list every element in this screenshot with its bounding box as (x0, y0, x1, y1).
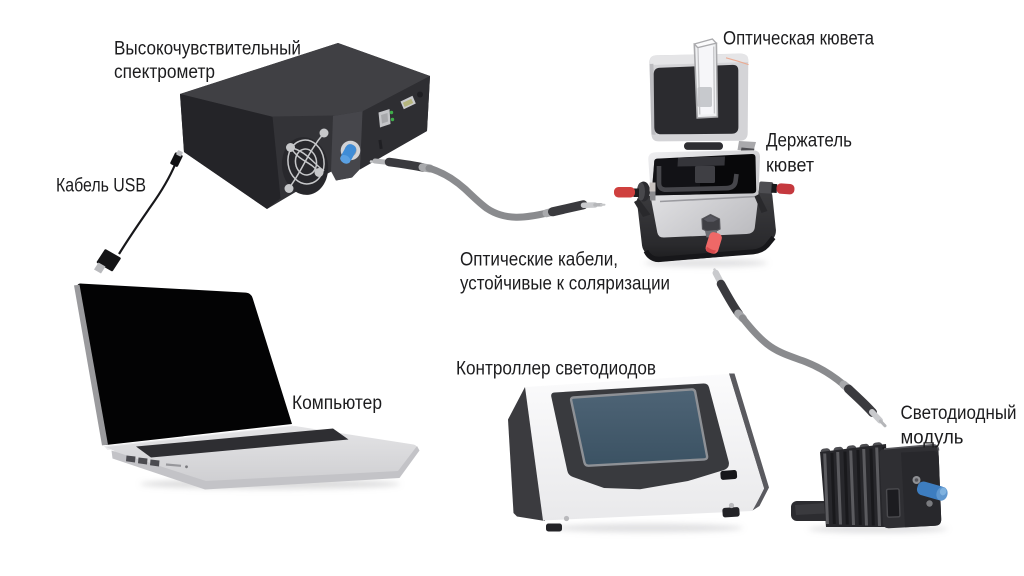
svg-text:Кабель USB: Кабель USB (56, 175, 146, 196)
svg-text:устойчивые к соляризации: устойчивые к соляризации (460, 274, 670, 295)
svg-text:Держатель: Держатель (766, 131, 852, 152)
svg-text:Компьютер: Компьютер (292, 393, 382, 414)
svg-text:Высокочувствительный: Высокочувствительный (114, 39, 301, 60)
svg-text:Оптические кабели,: Оптические кабели, (460, 249, 618, 270)
svg-text:спектрометр: спектрометр (114, 62, 215, 83)
svg-text:Светодиодный: Светодиодный (901, 403, 1017, 424)
svg-text:Оптическая кювета: Оптическая кювета (723, 28, 874, 49)
svg-text:Контроллер светодиодов: Контроллер светодиодов (456, 359, 656, 380)
svg-text:кювет: кювет (766, 155, 814, 176)
svg-text:модуль: модуль (901, 427, 964, 448)
